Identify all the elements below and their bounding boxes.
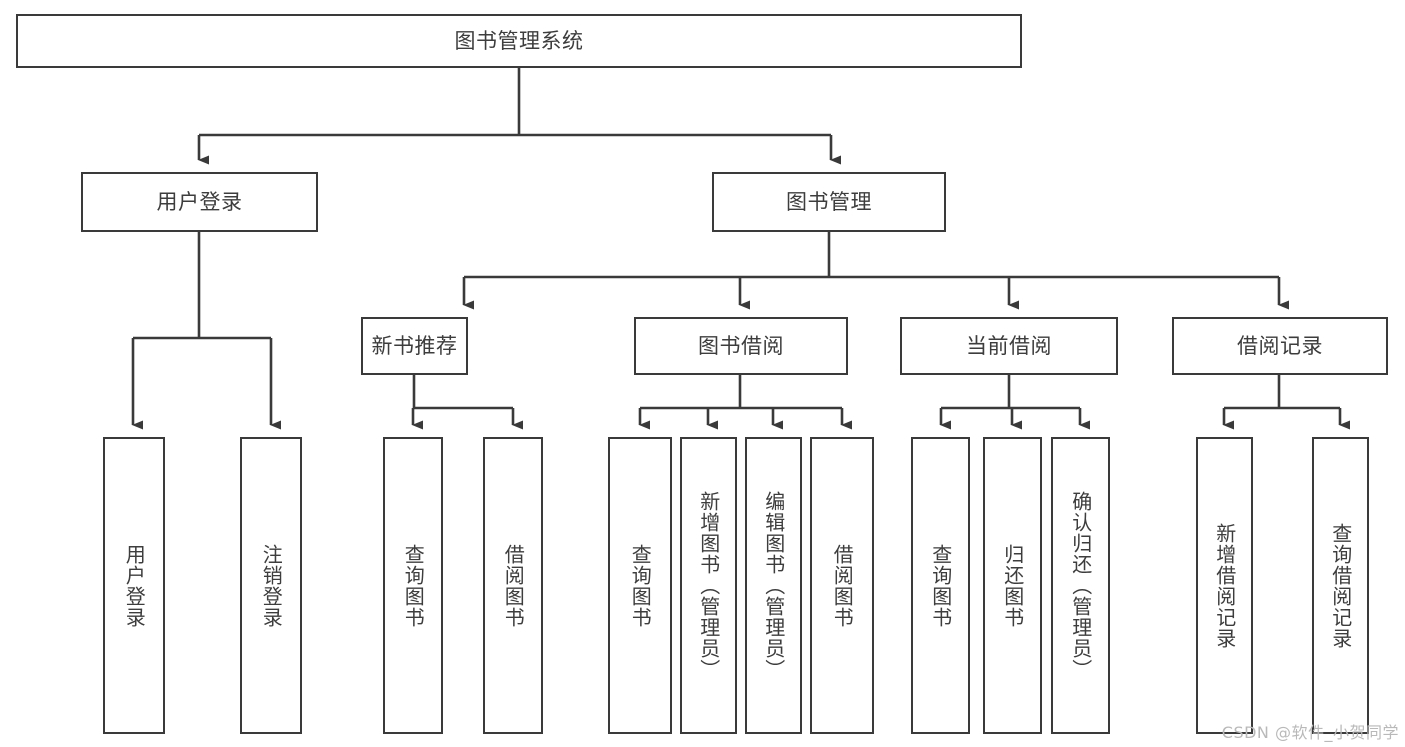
node-leaf-edit-book-admin[interactable]: 编辑图书（管理员） <box>745 437 802 734</box>
node-leaf-user-login-label: 用户登录 <box>122 543 147 628</box>
node-leaf-query-borrow-record-label: 查询借阅记录 <box>1328 522 1353 649</box>
node-leaf-logout[interactable]: 注销登录 <box>240 437 302 734</box>
node-borrow-record[interactable]: 借阅记录 <box>1172 317 1388 375</box>
node-leaf-add-book-admin-label: 新增图书（管理员） <box>696 491 721 680</box>
node-leaf-query-borrow-record[interactable]: 查询借阅记录 <box>1312 437 1369 734</box>
node-leaf-borrow-book-new[interactable]: 借阅图书 <box>483 437 543 734</box>
node-leaf-query-book[interactable]: 查询图书 <box>608 437 672 734</box>
node-user-login-label: 用户登录 <box>156 189 243 214</box>
node-leaf-borrow-book-label: 借阅图书 <box>830 543 855 628</box>
node-new-book-recommendation-label: 新书推荐 <box>371 333 458 358</box>
node-root-label: 图书管理系统 <box>454 28 584 53</box>
node-new-book-recommendation[interactable]: 新书推荐 <box>361 317 468 375</box>
node-leaf-user-login[interactable]: 用户登录 <box>103 437 165 734</box>
node-book-borrow-label: 图书借阅 <box>698 333 784 358</box>
node-leaf-confirm-return-admin-label: 确认归还（管理员） <box>1068 491 1093 680</box>
node-leaf-borrow-book[interactable]: 借阅图书 <box>810 437 874 734</box>
node-leaf-query-book-new-label: 查询图书 <box>401 543 426 628</box>
node-book-management-label: 图书管理 <box>786 189 872 214</box>
node-leaf-borrow-book-new-label: 借阅图书 <box>501 543 526 628</box>
node-leaf-query-book-current[interactable]: 查询图书 <box>911 437 970 734</box>
node-leaf-logout-label: 注销登录 <box>259 543 284 628</box>
watermark-text: CSDN @软件_小贺同学 <box>1221 723 1399 742</box>
node-borrow-record-label: 借阅记录 <box>1237 333 1323 358</box>
node-user-login[interactable]: 用户登录 <box>81 172 318 232</box>
node-leaf-add-borrow-record-label: 新增借阅记录 <box>1212 522 1237 649</box>
node-leaf-query-book-current-label: 查询图书 <box>928 543 953 628</box>
node-leaf-query-book-new[interactable]: 查询图书 <box>383 437 443 734</box>
node-current-borrow-label: 当前借阅 <box>966 333 1052 358</box>
node-current-borrow[interactable]: 当前借阅 <box>900 317 1118 375</box>
node-leaf-edit-book-admin-label: 编辑图书（管理员） <box>761 491 786 680</box>
node-leaf-return-book[interactable]: 归还图书 <box>983 437 1042 734</box>
node-leaf-add-book-admin[interactable]: 新增图书（管理员） <box>680 437 737 734</box>
node-leaf-add-borrow-record[interactable]: 新增借阅记录 <box>1196 437 1253 734</box>
node-book-borrow[interactable]: 图书借阅 <box>634 317 848 375</box>
node-root-book-management-system[interactable]: 图书管理系统 <box>16 14 1022 68</box>
node-book-management[interactable]: 图书管理 <box>712 172 946 232</box>
node-leaf-confirm-return-admin[interactable]: 确认归还（管理员） <box>1051 437 1110 734</box>
node-leaf-return-book-label: 归还图书 <box>1000 543 1025 628</box>
node-leaf-query-book-label: 查询图书 <box>628 543 653 628</box>
